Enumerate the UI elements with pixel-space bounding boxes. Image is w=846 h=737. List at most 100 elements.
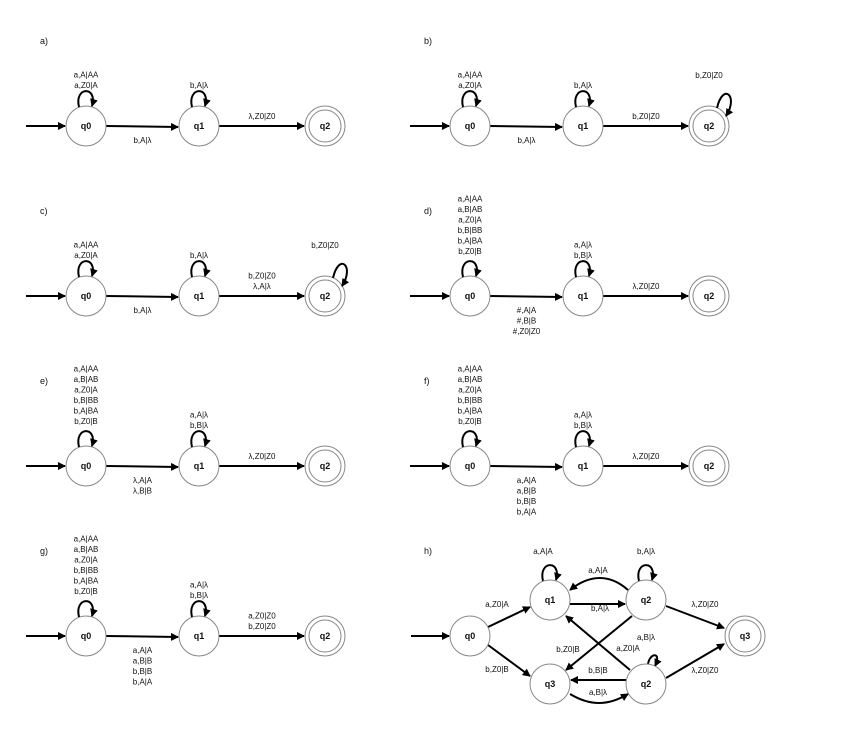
edge-q2-q1-top [569, 577, 629, 591]
label-q3-q2b: a,B|λ [589, 688, 607, 697]
label-q1-loop: a,A|A [533, 547, 553, 556]
state-q2: q2 [304, 445, 346, 487]
state-q1-circle [562, 105, 604, 147]
state-q0-label: q0 [465, 461, 476, 471]
edge-q0-q1-label: b,A|λ [133, 306, 151, 315]
loop-q1 [190, 600, 211, 618]
state-q2: q2 [304, 275, 346, 317]
edge-q0-q1-label: b,B|B [133, 667, 152, 676]
loop-q2 [716, 93, 734, 117]
edge-q3-q2b [569, 693, 629, 704]
edge-q2b-q1-cross [565, 615, 631, 671]
state-q3-final: q3 [724, 615, 766, 657]
edge-q1-q2-label: λ,Z0|Z0 [633, 282, 661, 291]
loop-q1-label: b,A|λ [190, 251, 208, 260]
loop-q2-bottom [647, 654, 662, 667]
loop-q0-label: a,Z0|A [74, 81, 98, 90]
loop-q0 [461, 260, 482, 278]
state-q0-label: q0 [81, 631, 92, 641]
loop-q0-label: b,Z0|B [74, 417, 97, 426]
loop-q0-label: a,A|AA [74, 365, 99, 374]
state-q1-label: q1 [578, 461, 589, 471]
loop-q1-label: b,A|λ [574, 81, 592, 90]
state-q2-label: q2 [320, 291, 331, 301]
state-q0-label: q0 [81, 291, 92, 301]
edge-q0-q1 [105, 292, 179, 301]
loop-q0-label: a,Z0|A [74, 556, 98, 565]
state-q1: q1 [529, 579, 571, 621]
edge-q0-q1 [489, 462, 563, 471]
state-q0-circle [65, 275, 107, 317]
state-q0-circle [449, 105, 491, 147]
state-q2-final-ring [308, 449, 342, 483]
state-q2-label: q2 [704, 121, 715, 131]
state-q1: q1 [178, 615, 220, 657]
loop-q0 [461, 90, 482, 108]
state-q2: q2 [688, 105, 730, 147]
loop-q0 [77, 430, 98, 448]
edge-q0-q1-label: #,B|B [517, 317, 536, 326]
label-q1-q2-mid: b,A|λ [591, 604, 609, 613]
loop-q0-label: a,Z0|A [74, 251, 98, 260]
label-q2bottom-final: λ,Z0|Z0 [692, 666, 720, 675]
loop-q0-label: b,Z0|B [458, 417, 481, 426]
state-q0: q0 [65, 615, 107, 657]
loop-q1-label: a,A|λ [574, 241, 592, 250]
state-q1: q1 [178, 275, 220, 317]
state-q2-label: q2 [320, 121, 331, 131]
loop-q1 [190, 90, 211, 108]
label-q0-q1: a,Z0|A [485, 600, 509, 609]
state-q3-final-label: q3 [740, 631, 751, 641]
edge-q1-q2-label: λ,Z0|Z0 [249, 112, 277, 121]
state-q1-label: q1 [194, 461, 205, 471]
state-q2-final-ring [692, 449, 726, 483]
state-q1-label: q1 [194, 631, 205, 641]
loop-q1-label: b,A|λ [190, 81, 208, 90]
edge-q0-q3 [487, 644, 531, 677]
loop-q1-label: b,B|λ [574, 421, 592, 430]
loop-q1 [574, 430, 595, 448]
panel-label: f) [424, 376, 430, 386]
state-q2-bottom-label: q2 [641, 679, 652, 689]
edge-q0-q1 [487, 606, 531, 628]
state-q1-circle [178, 105, 220, 147]
state-q1-label: q1 [545, 595, 556, 605]
edge-q1-q2-label: a,Z0|Z0 [248, 612, 276, 621]
loop-q0-label: a,A|AA [458, 71, 483, 80]
edge-q0-q1 [489, 122, 563, 131]
state-q1: q1 [178, 105, 220, 147]
state-q0: q0 [449, 615, 491, 657]
state-q0: q0 [449, 275, 491, 317]
state-q0-circle [65, 105, 107, 147]
edge-q2-final [665, 605, 725, 630]
edge-q0-q1-label: b,A|λ [517, 136, 535, 145]
state-q1-circle [178, 615, 220, 657]
loop-q1 [574, 90, 595, 108]
edge-q0-q1 [105, 462, 179, 471]
edge-q0-q1-label: b,A|A [133, 678, 153, 687]
state-q0-label: q0 [465, 631, 476, 641]
state-q2-bottom-circle [625, 663, 667, 705]
label-q2top-final: λ,Z0|Z0 [692, 600, 720, 609]
loop-q0-label: a,A|AA [74, 535, 99, 544]
state-q1-circle [529, 579, 571, 621]
loop-q0-label: a,A|AA [458, 365, 483, 374]
loop-q0-label: b,A|BA [458, 237, 483, 246]
loop-q2 [332, 263, 350, 287]
loop-q0-label: a,A|AA [458, 195, 483, 204]
state-q0-circle [449, 445, 491, 487]
loop-q0-label: a,B|AB [74, 375, 99, 384]
state-q3-bottom-label: q3 [545, 679, 556, 689]
loop-q0-label: b,A|BA [74, 577, 99, 586]
state-q0: q0 [65, 105, 107, 147]
loop-q1-label: a,A|λ [574, 411, 592, 420]
loop-q0-label: b,B|BB [458, 396, 483, 405]
edge-q0-q1-label: a,B|B [133, 657, 152, 666]
state-q1: q1 [562, 445, 604, 487]
state-q1-circle [178, 445, 220, 487]
